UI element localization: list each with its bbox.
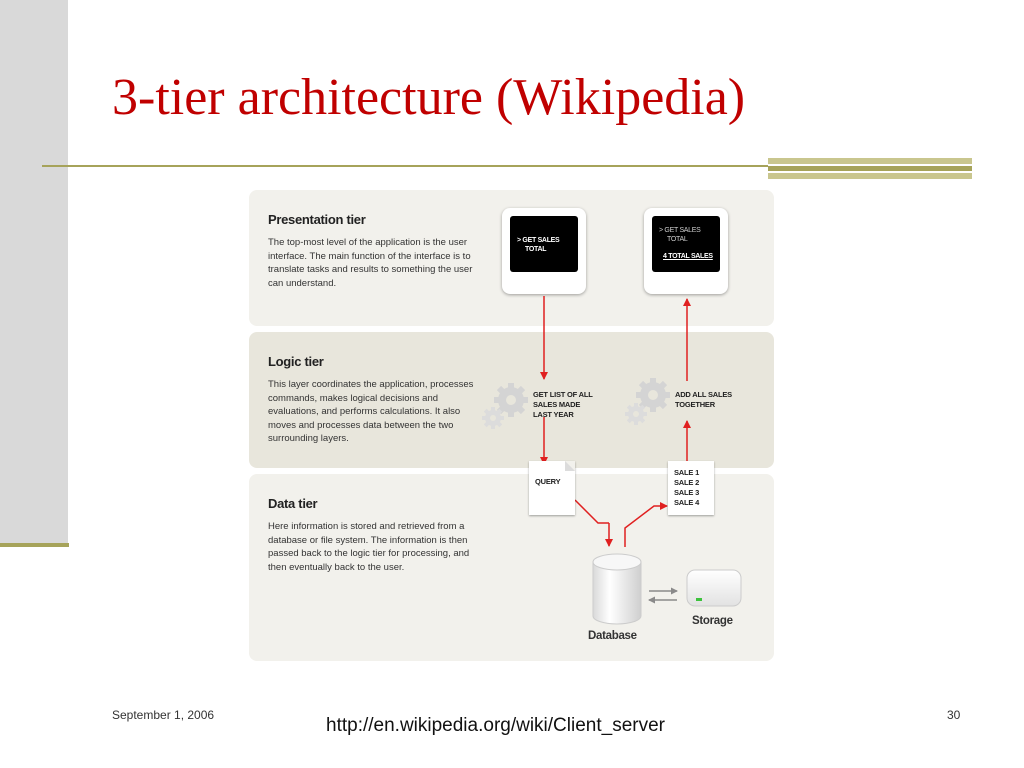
data-tier-description: Here information is stored and retrieved… bbox=[268, 521, 470, 573]
logic-right-label: ADD ALL SALES TOGETHER bbox=[675, 390, 732, 410]
sales-item-2: SALE 2 bbox=[674, 478, 700, 487]
side-bar-edge bbox=[0, 543, 69, 547]
gear-icon-right-small bbox=[625, 403, 647, 425]
title-rule bbox=[42, 165, 972, 167]
db-to-sales-arrow bbox=[624, 502, 668, 547]
result-line-2: TOTAL bbox=[667, 236, 688, 243]
footer-url: http://en.wikipedia.org/wiki/Client_serv… bbox=[326, 715, 665, 736]
query-document-label: QUERY bbox=[535, 477, 561, 486]
request-monitor: > GET SALES TOTAL bbox=[502, 208, 586, 294]
presentation-tier-heading: Presentation tier bbox=[268, 212, 366, 227]
slide-title: 3-tier architecture (Wikipedia) bbox=[112, 69, 746, 126]
request-screen: > GET SALES TOTAL bbox=[510, 216, 578, 272]
query-document: QUERY bbox=[529, 461, 575, 515]
side-bar bbox=[0, 0, 68, 545]
storage-icon bbox=[686, 569, 742, 607]
sales-item-1: SALE 1 bbox=[674, 468, 700, 477]
logic-right-line-2: TOGETHER bbox=[675, 400, 715, 409]
logic-left-line-1: GET LIST OF ALL bbox=[533, 390, 593, 399]
sales-document-list: SALE 1 SALE 2 SALE 3 SALE 4 bbox=[674, 468, 699, 508]
request-line-1: > GET SALES bbox=[517, 237, 560, 244]
data-tier-heading: Data tier bbox=[268, 496, 318, 511]
logic-right-line-1: ADD ALL SALES bbox=[675, 390, 732, 399]
page-number: 30 bbox=[947, 708, 961, 722]
logic-tier-description: This layer coordinates the application, … bbox=[268, 379, 474, 444]
logic-left-line-2: SALES MADE bbox=[533, 400, 581, 409]
sales-item-4: SALE 4 bbox=[674, 498, 700, 507]
footer-date: September 1, 2006 bbox=[112, 708, 215, 722]
result-monitor: > GET SALES TOTAL 4 TOTAL SALES bbox=[644, 208, 728, 294]
presentation-tier-description: The top-most level of the application is… bbox=[268, 237, 473, 289]
gear-icon-right-large bbox=[636, 378, 670, 412]
sales-document: SALE 1 SALE 2 SALE 3 SALE 4 bbox=[668, 461, 714, 515]
result-line-1: > GET SALES bbox=[659, 227, 701, 234]
sales-item-3: SALE 3 bbox=[674, 488, 700, 497]
result-screen: > GET SALES TOTAL 4 TOTAL SALES bbox=[652, 216, 720, 272]
logic-left-label: GET LIST OF ALL SALES MADE LAST YEAR bbox=[533, 390, 593, 420]
request-line-2: TOTAL bbox=[525, 246, 547, 253]
logic-tier-heading: Logic tier bbox=[268, 354, 324, 369]
query-to-db-arrow bbox=[574, 499, 609, 524]
diagram-graphics bbox=[482, 296, 742, 625]
title-rule-block bbox=[768, 158, 972, 179]
result-line-3: 4 TOTAL SALES bbox=[663, 253, 713, 260]
database-icon bbox=[592, 553, 642, 625]
three-tier-diagram: Presentation tier The top-most level of … bbox=[249, 190, 774, 661]
database-label: Database bbox=[588, 630, 637, 642]
storage-label: Storage bbox=[692, 615, 733, 627]
logic-left-line-3: LAST YEAR bbox=[533, 410, 574, 419]
query-document-fold bbox=[565, 461, 575, 471]
gear-icon-left-small bbox=[482, 407, 504, 429]
